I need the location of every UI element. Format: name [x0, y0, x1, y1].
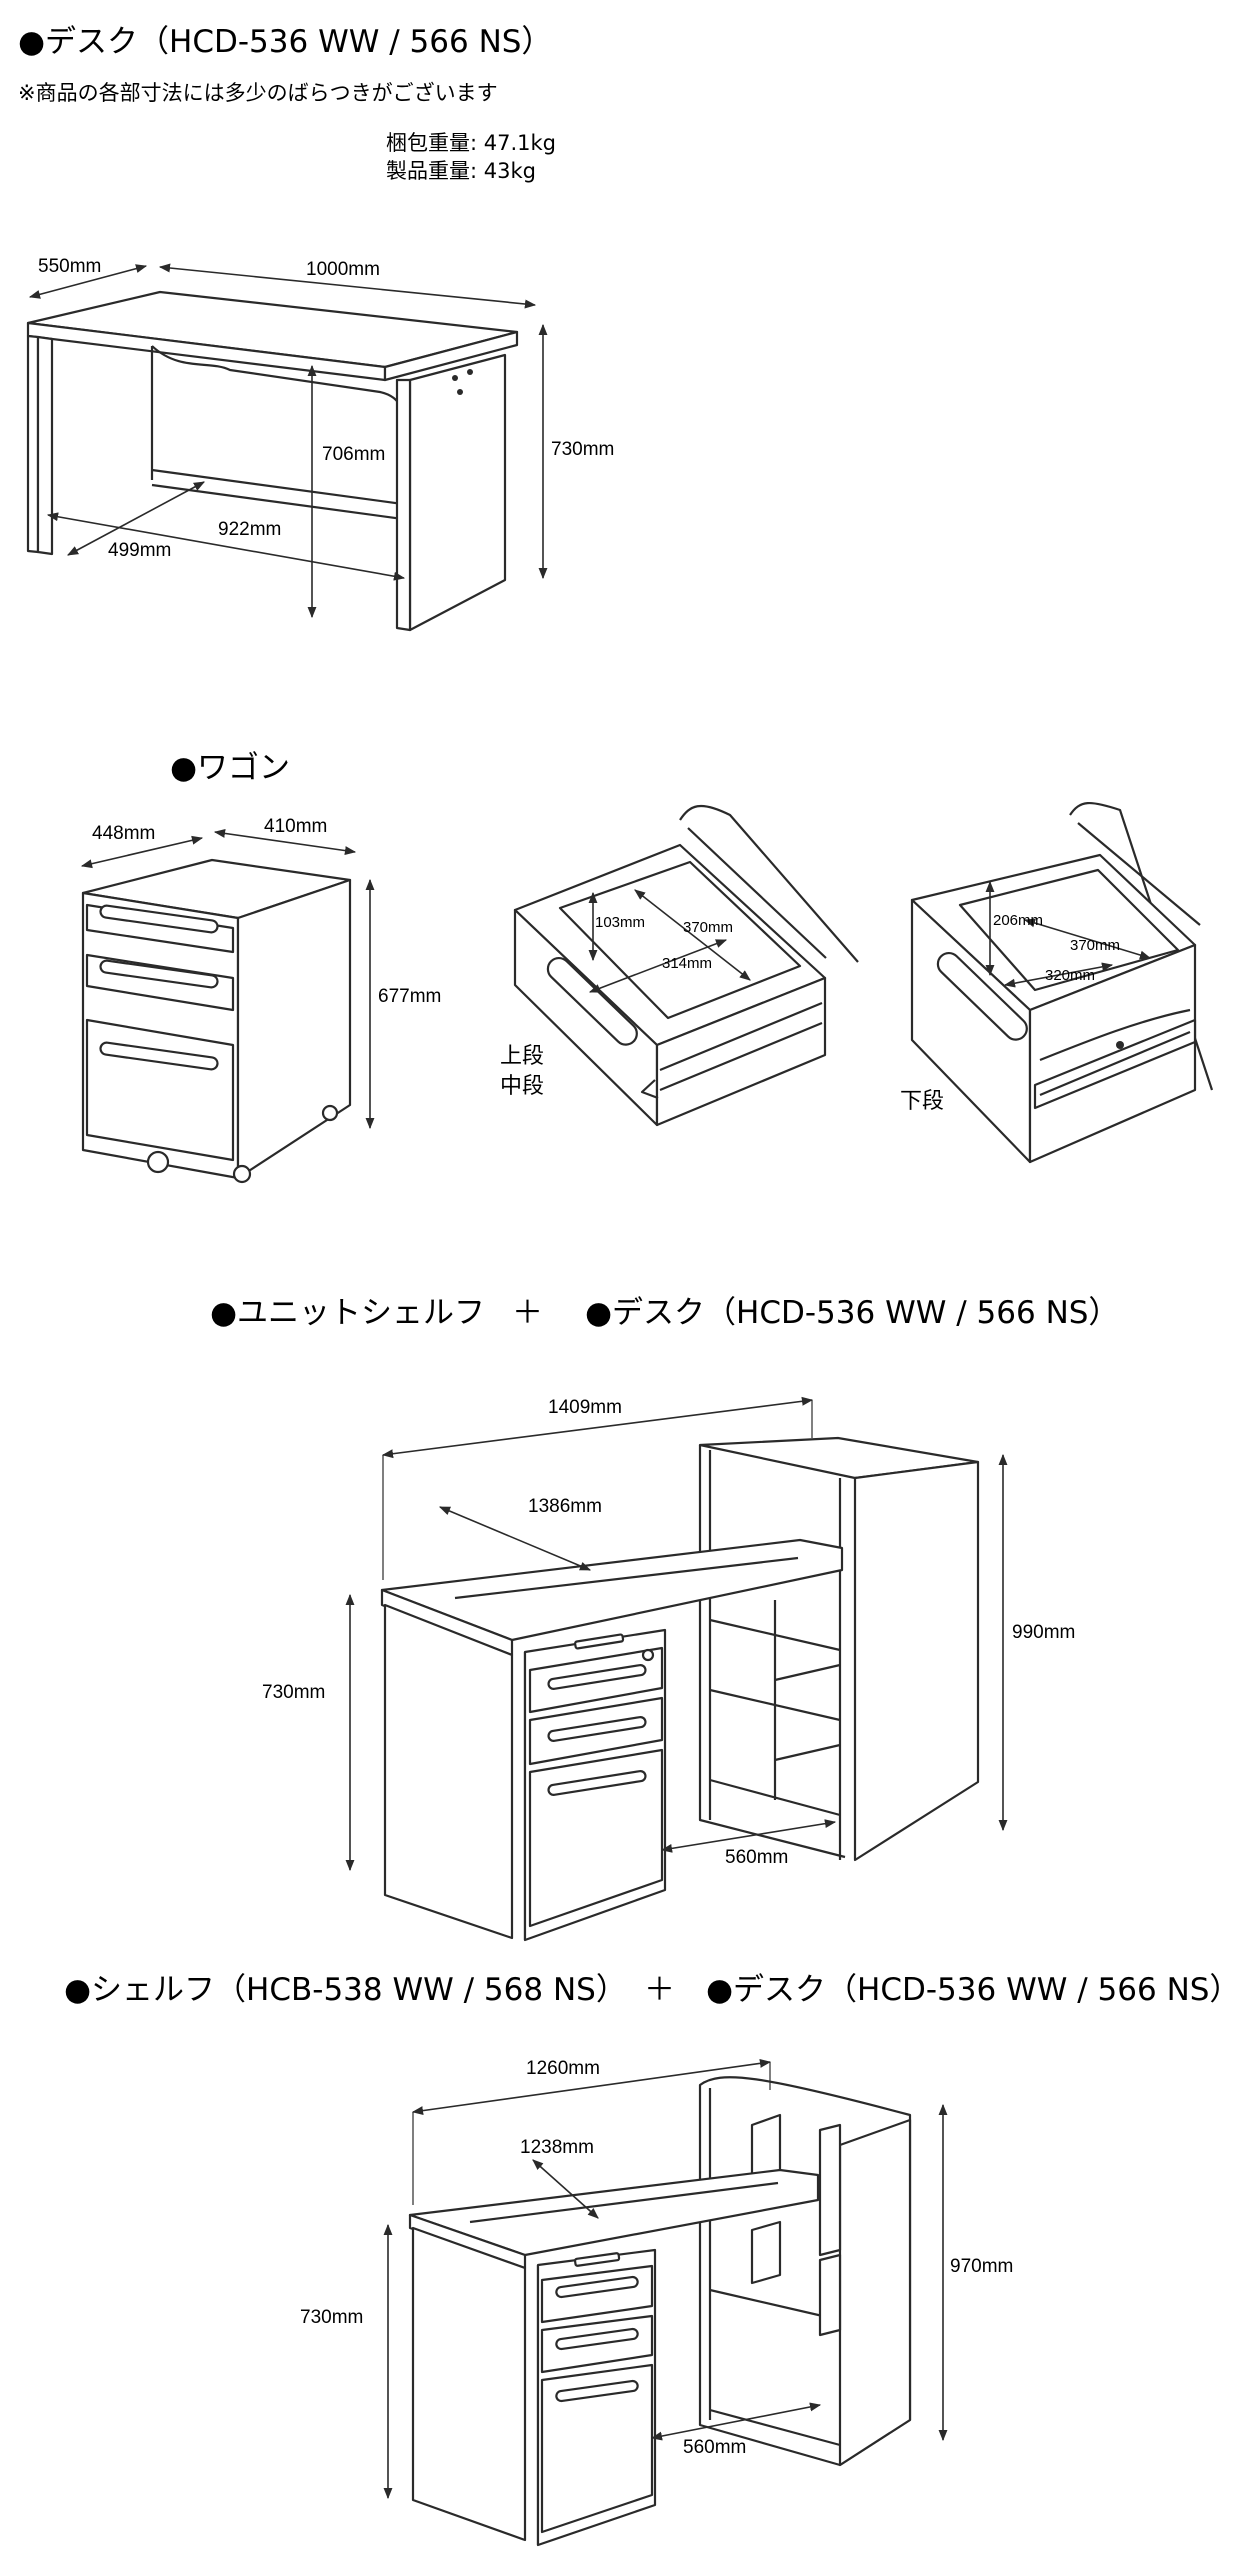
combo2-drawing — [408, 2076, 912, 2547]
desk-heading: ●デスク（HCD-536 WW / 566 NS） — [18, 24, 552, 60]
drawer-lower-depth-label: 370mm — [1070, 937, 1120, 954]
wagon-height-label: 677mm — [378, 986, 441, 1007]
wagon-dimensions — [80, 828, 375, 1130]
combo2-total-width-label: 1260mm — [526, 2058, 600, 2079]
drawer-upper-depth-label: 370mm — [683, 919, 733, 936]
wagon-depth-label: 448mm — [92, 823, 155, 844]
product-weight: 製品重量: 43kg — [386, 159, 536, 183]
desk-note: ※商品の各部寸法には多少のばらつきがございます — [18, 81, 498, 105]
combo2-heading-left: ●シェルフ（HCB-538 WW / 568 NS） — [64, 1972, 627, 2008]
combo1-heading-right: ●デスク（HCD-536 WW / 566 NS） — [585, 1295, 1119, 1331]
combo1-desk-width-label: 1386mm — [528, 1496, 602, 1517]
package-weight: 梱包重量: 47.1kg — [386, 131, 556, 155]
drawer-middle-label: 中段 — [500, 1074, 544, 1099]
combo2-shelf-height-label: 970mm — [950, 2256, 1013, 2277]
combo1-height-label: 730mm — [262, 1682, 325, 1703]
wagon-drawing — [81, 858, 352, 1184]
desk-width-label: 1000mm — [306, 259, 380, 280]
desk-drawing — [26, 290, 519, 632]
drawer-lower-dimensions — [985, 880, 1152, 988]
combo2-plus: ＋ — [644, 1972, 675, 2008]
combo2-dimensions — [383, 2058, 948, 2500]
drawer-lower-width-label: 320mm — [1045, 967, 1095, 984]
combo2-desk-width-label: 1238mm — [520, 2137, 594, 2158]
combo2-height-label: 730mm — [300, 2307, 363, 2328]
combo1-dimensions — [345, 1396, 1008, 1872]
combo2-heading-right: ●デスク（HCD-536 WW / 566 NS） — [706, 1972, 1240, 2008]
combo1-plus: ＋ — [512, 1295, 543, 1331]
drawer-upper-height-label: 103mm — [595, 914, 645, 931]
drawer-upper-label: 上段 — [500, 1044, 544, 1069]
wagon-width-label: 410mm — [264, 816, 327, 837]
desk-depth-label: 550mm — [38, 256, 101, 277]
combo1-shelf-height-label: 990mm — [1012, 1622, 1075, 1643]
combo1-leg-width-label: 560mm — [725, 1847, 788, 1868]
desk-height-label: 730mm — [551, 439, 614, 460]
combo1-heading-left: ●ユニットシェルフ — [210, 1295, 485, 1331]
desk-inner-height-label: 706mm — [322, 444, 385, 465]
drawer-lower-label: 下段 — [900, 1089, 944, 1114]
wagon-heading: ●ワゴン — [170, 750, 290, 786]
desk-dimensions — [28, 263, 548, 619]
desk-inner-width-label: 922mm — [218, 519, 281, 540]
drawer-upper-width-label: 314mm — [662, 955, 712, 972]
drawer-upper-dimensions — [588, 889, 751, 993]
combo1-total-width-label: 1409mm — [548, 1397, 622, 1418]
combo2-leg-width-label: 560mm — [683, 2437, 746, 2458]
drawer-lower-height-label: 206mm — [993, 912, 1043, 929]
drawer-lower-drawing — [910, 802, 1214, 1164]
desk-inner-depth-label: 499mm — [108, 540, 171, 561]
combo1-drawing — [380, 1436, 980, 1942]
